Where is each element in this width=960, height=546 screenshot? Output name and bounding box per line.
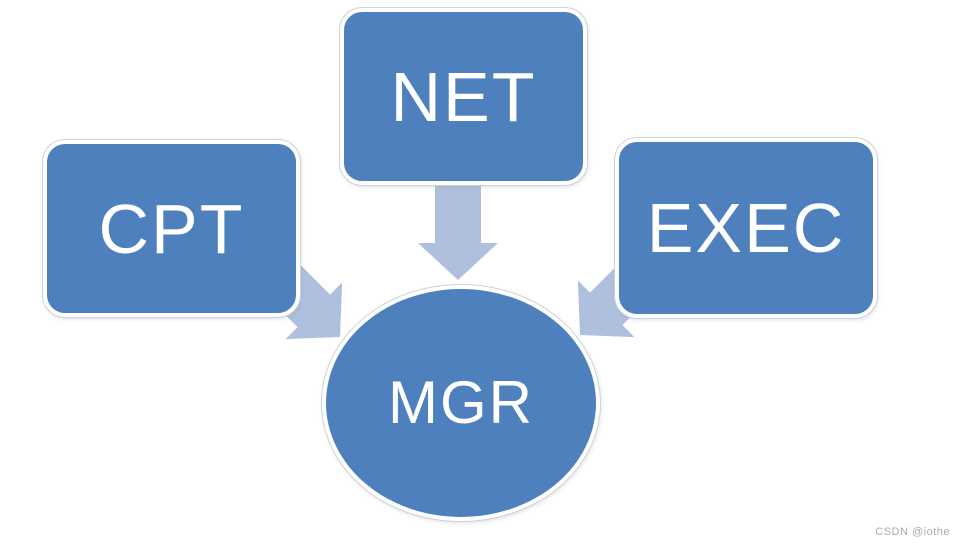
node-exec: EXEC xyxy=(615,138,877,318)
watermark: CSDN @iothe xyxy=(875,526,950,538)
node-exec-label: EXEC xyxy=(646,189,846,267)
node-net-label: NET xyxy=(390,57,537,136)
node-mgr: MGR xyxy=(322,285,600,521)
node-cpt: CPT xyxy=(43,140,300,317)
node-mgr-label: MGR xyxy=(388,369,534,436)
node-cpt-label: CPT xyxy=(98,189,245,268)
arrow-net-to-mgr xyxy=(418,178,498,280)
node-net: NET xyxy=(340,8,587,185)
